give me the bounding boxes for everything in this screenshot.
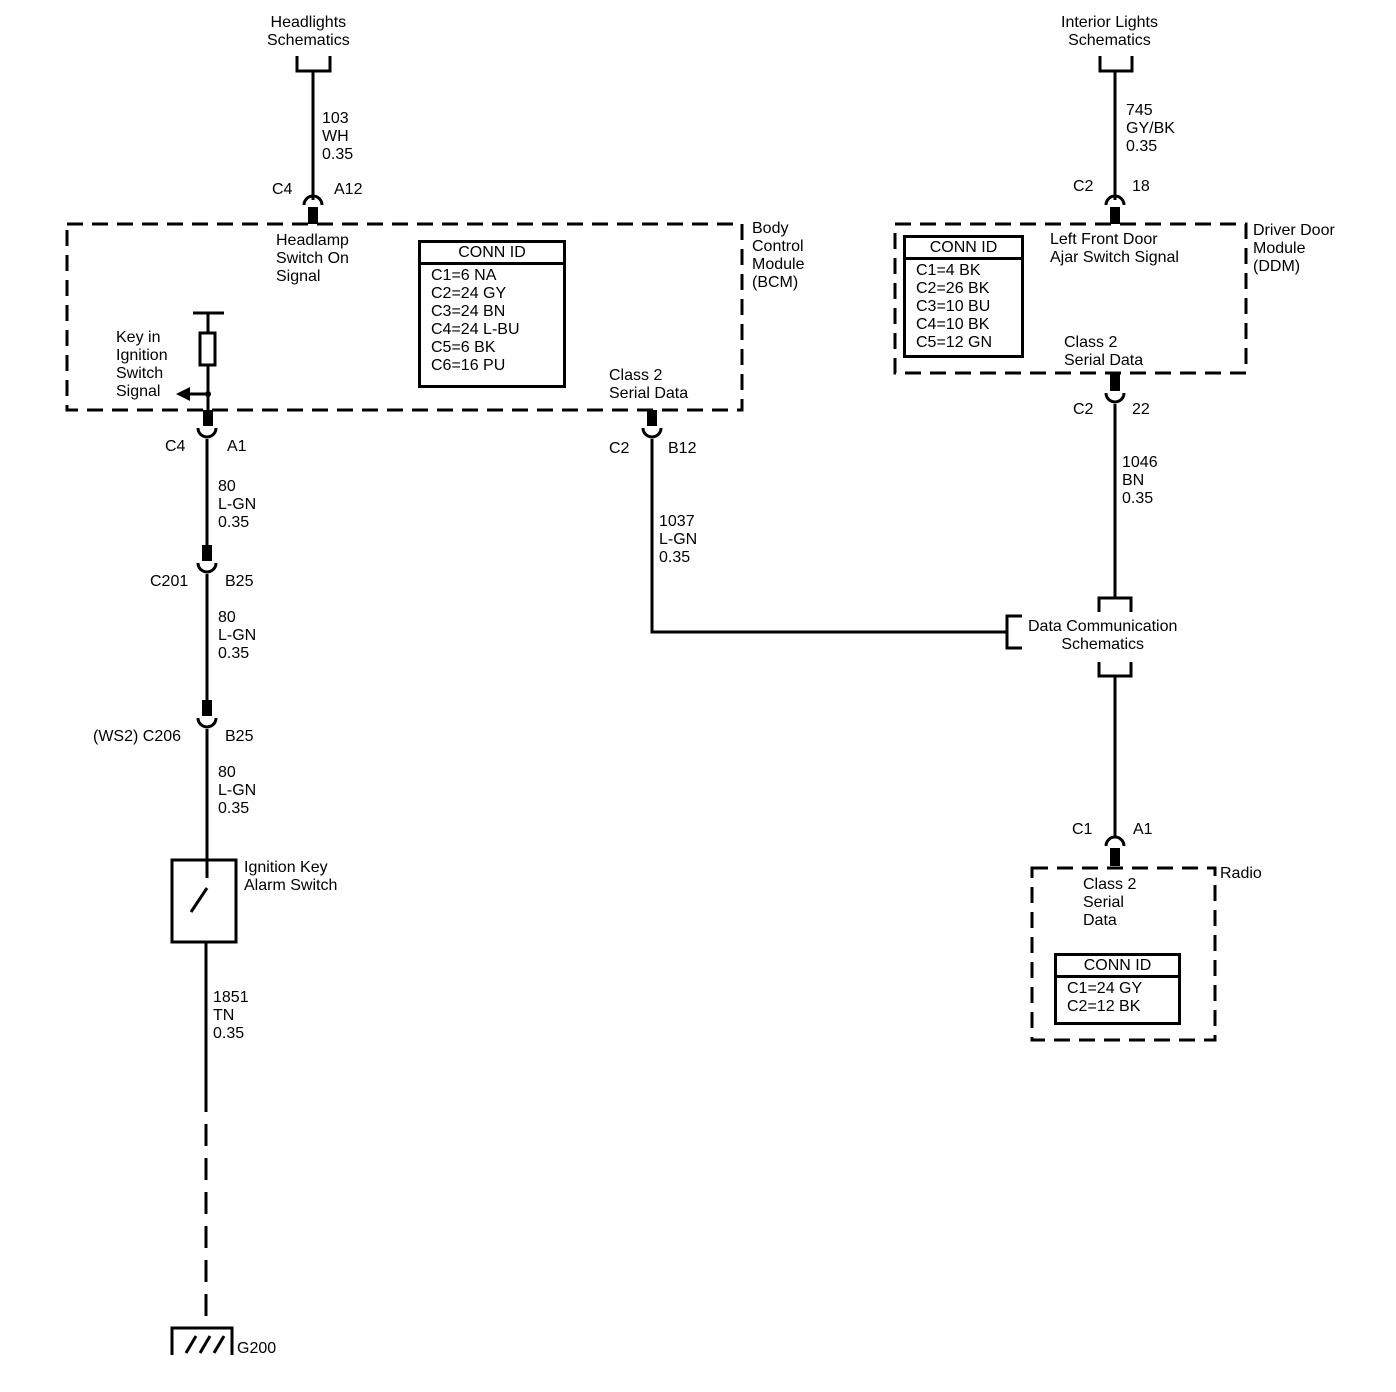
bcm-conn-row: C2=24 GY xyxy=(431,285,507,302)
wire-80-b-label: 80 L-GN 0.35 xyxy=(218,609,257,662)
interior-ref-bracket xyxy=(1098,56,1134,73)
left-front-door-ajar-signal: Left Front Door Ajar Switch Signal xyxy=(1050,231,1179,266)
radio-conn-row: C2=12 BK xyxy=(1067,998,1141,1015)
bcm-conn-row: C6=16 PU xyxy=(431,357,506,374)
ddm-conn-row: C3=10 BU xyxy=(916,298,991,315)
bcm-conn-row: C1=6 NA xyxy=(431,267,497,284)
pin-radio-a1: A1 xyxy=(1133,821,1153,838)
pin-c206-b25: B25 xyxy=(225,728,254,745)
ddm-box xyxy=(893,222,1248,375)
ddm-conn-row: C5=12 GN xyxy=(916,334,993,351)
radio-conn-id-table: CONN ID C1=24 GY C2=12 BK xyxy=(1054,953,1181,1025)
switch-blade xyxy=(189,887,209,913)
connector-bcm-c4-bottom: C4 xyxy=(165,438,186,455)
cup-c206 xyxy=(196,717,218,729)
cup-radio-c1 xyxy=(1104,835,1126,847)
bcm-box xyxy=(65,222,744,412)
wire-1037 xyxy=(650,439,1007,634)
bcm-conn-row: C4=24 L-BU xyxy=(431,321,520,338)
connector-radio-c1: C1 xyxy=(1072,821,1093,838)
pin-c201-b25: B25 xyxy=(225,573,254,590)
ddm-conn-id-table: CONN ID C1=4 BK C2=26 BK C3=10 BU C4=10 … xyxy=(903,235,1024,358)
ddm-conn-row: C4=10 BK xyxy=(916,316,990,333)
headlights-ref-bracket xyxy=(295,56,332,73)
radio-conn-id-title: CONN ID xyxy=(1057,956,1178,978)
wire-103-label: 103 WH 0.35 xyxy=(322,110,354,163)
ddm-conn-row: C1=4 BK xyxy=(916,262,981,279)
connector-bcm-c4-top: C4 xyxy=(272,181,293,198)
headlamp-switch-on-signal: Headlamp Switch On Signal xyxy=(276,232,349,285)
radio-class2-serial-data: Class 2 Serial Data xyxy=(1083,876,1137,929)
radio-conn-row: C1=24 GY xyxy=(1067,980,1143,997)
ignition-switch-box xyxy=(170,858,238,944)
ddm-name: Driver Door Module (DDM) xyxy=(1253,222,1335,275)
key-in-ignition-switch-signal: Key in Ignition Switch Signal xyxy=(116,329,168,400)
bcm-class2-serial-data: Class 2 Serial Data xyxy=(609,367,689,402)
ignition-key-alarm-switch-label: Ignition Key Alarm Switch xyxy=(244,859,338,894)
connector-c206: (WS2) C206 xyxy=(93,728,182,745)
pin-a12: A12 xyxy=(334,181,363,198)
data-communication-schematics-ref[interactable]: Data Communication Schematics xyxy=(1028,618,1178,653)
pin-18: 18 xyxy=(1132,178,1150,195)
bcm-conn-row: C5=6 BK xyxy=(431,339,496,356)
headlights-schematics-ref[interactable]: Headlights Schematics xyxy=(267,14,350,49)
connector-ddm-c2-top: C2 xyxy=(1073,178,1094,195)
connector-ddm-c2-bottom: C2 xyxy=(1073,401,1094,418)
interior-lights-schematics-ref[interactable]: Interior Lights Schematics xyxy=(1061,14,1158,49)
pin-a1: A1 xyxy=(227,438,247,455)
wire-745-label: 745 GY/BK 0.35 xyxy=(1126,102,1175,155)
cup-bcm-c4-a12 xyxy=(302,194,324,206)
cup-ddm-c2-18 xyxy=(1104,194,1126,206)
pin-b12: B12 xyxy=(668,440,697,457)
key-signal-arrow xyxy=(176,387,190,401)
wire-1046-label: 1046 BN 0.35 xyxy=(1122,454,1158,507)
wire-80-a-label: 80 L-GN 0.35 xyxy=(218,478,257,531)
ddm-conn-row: C2=26 BK xyxy=(916,280,990,297)
ground-g200-label: G200 xyxy=(237,1340,277,1357)
connector-bcm-c2: C2 xyxy=(609,440,630,457)
bcm-conn-id-table: CONN ID C1=6 NA C2=24 GY C3=24 BN C4=24 … xyxy=(418,240,566,388)
ddm-class2-serial-data: Class 2 Serial Data xyxy=(1064,334,1144,369)
cup-bcm-c2-b12 xyxy=(641,427,663,439)
cup-ddm-c2-22 xyxy=(1104,392,1126,404)
cup-c201 xyxy=(196,562,218,574)
wire-80-c-label: 80 L-GN 0.35 xyxy=(218,764,257,817)
bcm-name: Body Control Module (BCM) xyxy=(752,220,805,291)
wire-1851-label: 1851 TN 0.35 xyxy=(213,989,249,1042)
radio-name: Radio xyxy=(1220,865,1262,882)
wire-1037-label: 1037 L-GN 0.35 xyxy=(659,513,698,566)
pin-22: 22 xyxy=(1132,401,1150,418)
connector-c201: C201 xyxy=(150,573,189,590)
ddm-conn-id-title: CONN ID xyxy=(906,238,1021,260)
cup-bcm-c4-a1 xyxy=(196,427,218,439)
bcm-conn-id-title: CONN ID xyxy=(421,243,563,265)
ground-symbol xyxy=(170,1326,234,1355)
bcm-conn-row: C3=24 BN xyxy=(431,303,506,320)
